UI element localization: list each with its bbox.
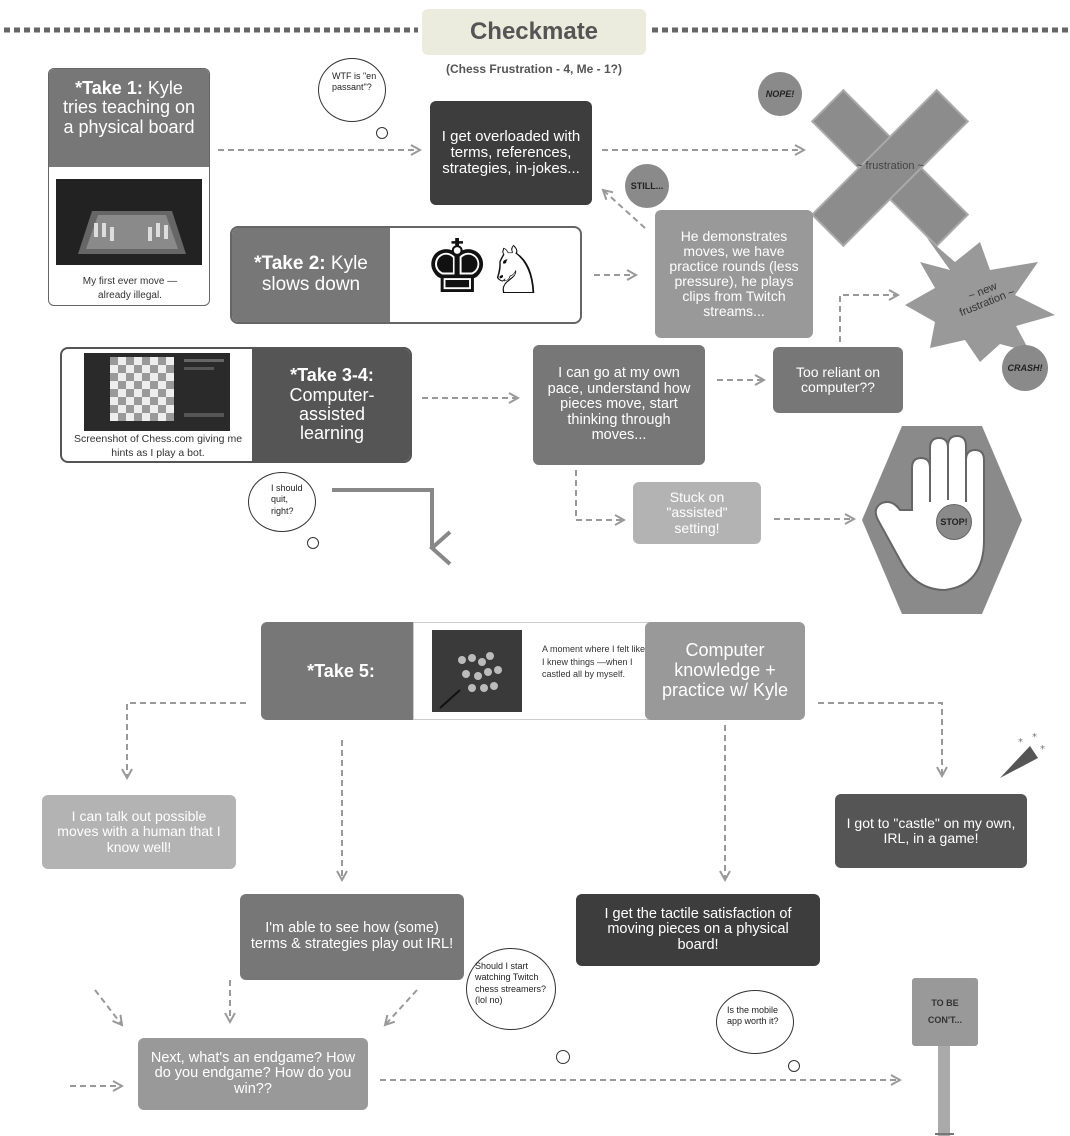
- tactile-box: I get the tactile satisfaction of moving…: [576, 894, 820, 966]
- physical-board-photo: [56, 179, 202, 265]
- crash-badge: CRASH!: [1002, 345, 1048, 391]
- wtf-bubble-dot: [376, 127, 388, 139]
- take5-left: *Take 5:: [261, 622, 421, 720]
- still-badge: STILL...: [625, 164, 669, 208]
- svg-text:*: *: [1032, 732, 1037, 743]
- take1-card: *Take 1: Kyle tries teaching on a physic…: [48, 68, 210, 306]
- take34-label: *Take 3-4:: [290, 365, 374, 386]
- demonstrates-box: He demonstrates moves, we have practice …: [655, 210, 813, 338]
- castle-box: I got to "castle" on my own, IRL, in a g…: [835, 794, 1027, 868]
- endgame-box: Next, what's an endgame? How do you endg…: [138, 1038, 368, 1110]
- take1-header: *Take 1: Kyle tries teaching on a physic…: [49, 69, 209, 167]
- page-title: Checkmate: [469, 18, 599, 45]
- arrow-diag-left: [94, 989, 122, 1025]
- arrow-demo-star: [839, 295, 898, 342]
- stop-badge: STOP!: [936, 504, 972, 540]
- svg-text:*: *: [1018, 737, 1023, 748]
- take2-label: *Take 2:: [254, 253, 326, 275]
- stuck-box: Stuck on "assisted" setting!: [633, 482, 761, 544]
- nope-badge: NOPE!: [758, 72, 802, 116]
- wtf-bubble: WTF is "en passant"?: [318, 58, 386, 122]
- twitch-bubble-dot: [556, 1050, 570, 1064]
- sign-post: [938, 1040, 950, 1136]
- mobile-bubble-dot: [788, 1060, 800, 1072]
- arrow-diag-right: [385, 989, 418, 1025]
- take5-label: *Take 5:: [307, 660, 375, 681]
- x-label: ~ frustration ~: [856, 160, 924, 172]
- quit-bubble-dot: [307, 537, 319, 549]
- too-reliant-box: Too reliant on computer??: [773, 347, 903, 413]
- mini-board: [110, 357, 224, 421]
- take2-header: *Take 2: Kyle slows down: [232, 228, 390, 322]
- new-frustration-star: [905, 238, 1055, 362]
- quit-bubble: I should quit, right?: [248, 472, 316, 532]
- knight-icon: ♘: [486, 232, 546, 309]
- take1-caption: My first ever move —already illegal.: [82, 276, 178, 301]
- take34-caption: Screenshot of Chess.com giving me hints …: [73, 433, 243, 459]
- take34-text: Computer-assisted learning: [289, 384, 375, 444]
- take2-card: *Take 2: Kyle slows down ♚ ♘: [230, 226, 582, 324]
- party-popper-icon: * * *: [1000, 732, 1045, 778]
- chess-com-screenshot: [84, 353, 230, 431]
- take1-label: *Take 1:: [75, 78, 143, 98]
- king-icon: ♚: [424, 226, 491, 310]
- mobile-bubble: Is the mobile app worth it?: [716, 990, 794, 1054]
- take34-card: Screenshot of Chess.com giving me hints …: [60, 347, 412, 463]
- castle-photo: [432, 630, 522, 712]
- wtf-bubble-text: WTF is "en passant"?: [332, 71, 377, 93]
- see-terms-box: I'm able to see how (some) terms & strat…: [240, 894, 464, 980]
- own-pace-box: I can go at my own pace, understand how …: [533, 345, 705, 465]
- take5-row: *Take 5: A moment where I felt like I kn…: [261, 622, 805, 720]
- take5-middle: A moment where I felt like I knew things…: [413, 622, 661, 720]
- svg-text:*: *: [1040, 744, 1045, 755]
- page-subtitle: (Chess Frustration - 4, Me - 1?): [445, 62, 623, 76]
- to-be-continued-sign: TO BE CON'T...: [912, 978, 978, 1046]
- big-arrow: [332, 488, 452, 566]
- take1-text: Kyle tries teaching on a physical board: [62, 78, 196, 137]
- take5-right: Computer knowledge + practice w/ Kyle: [645, 622, 805, 720]
- take2-text: Kyle slows down: [261, 253, 368, 295]
- arrow-take5-talk: [127, 702, 246, 778]
- hand-icon: [874, 434, 985, 592]
- frustration-x-shape: [810, 88, 970, 248]
- twitch-bubble-text: Should I start watching Twitch chess str…: [475, 961, 547, 1005]
- overloaded-box: I get overloaded with terms, references,…: [430, 101, 592, 205]
- take34-header: *Take 3-4:Computer-assisted learning: [252, 349, 410, 461]
- arrow-take5-castle: [818, 702, 942, 776]
- title-pill: Checkmate: [422, 9, 646, 55]
- arrow-pace-stuck: [575, 470, 624, 520]
- sign-text: TO BE CON'T...: [927, 997, 963, 1025]
- take5-caption: A moment where I felt like I knew things…: [542, 644, 646, 680]
- mobile-bubble-text: Is the mobile app worth it?: [727, 1005, 779, 1027]
- talk-out-box: I can talk out possible moves with a hum…: [42, 795, 236, 869]
- quit-bubble-text: I should quit, right?: [271, 483, 303, 516]
- twitch-bubble: Should I start watching Twitch chess str…: [466, 948, 556, 1030]
